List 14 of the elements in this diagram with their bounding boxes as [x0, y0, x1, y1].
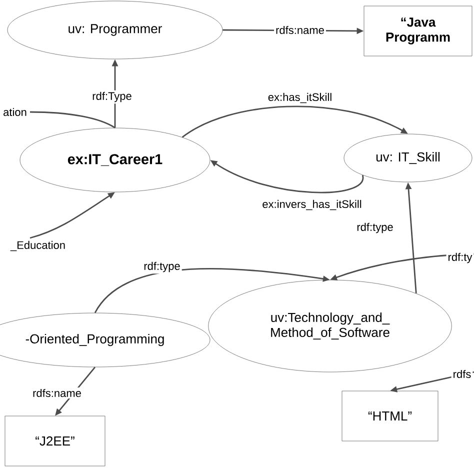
- edge-label: ation: [2, 106, 28, 118]
- edge-label: rdf:Type: [90, 90, 134, 104]
- literal-box: “Java Programm: [364, 6, 472, 56]
- edge-label: rdf:type: [142, 260, 182, 274]
- edge-label: _Education: [8, 239, 68, 253]
- edge-label: rdf:ty: [446, 251, 474, 265]
- edge-label: rdf:type: [355, 221, 395, 235]
- edge-label: rdfs: [451, 368, 473, 380]
- edge-label: ex:has_itSkill: [266, 91, 334, 105]
- literal-box: “J2EE”: [4, 416, 106, 466]
- edge-label: rdfs:name: [31, 387, 83, 399]
- edge-label: ex:invers_has_itSkill: [260, 198, 364, 212]
- literal-box: “HTML”: [342, 390, 438, 442]
- edge-label: rdfs:name: [274, 24, 326, 36]
